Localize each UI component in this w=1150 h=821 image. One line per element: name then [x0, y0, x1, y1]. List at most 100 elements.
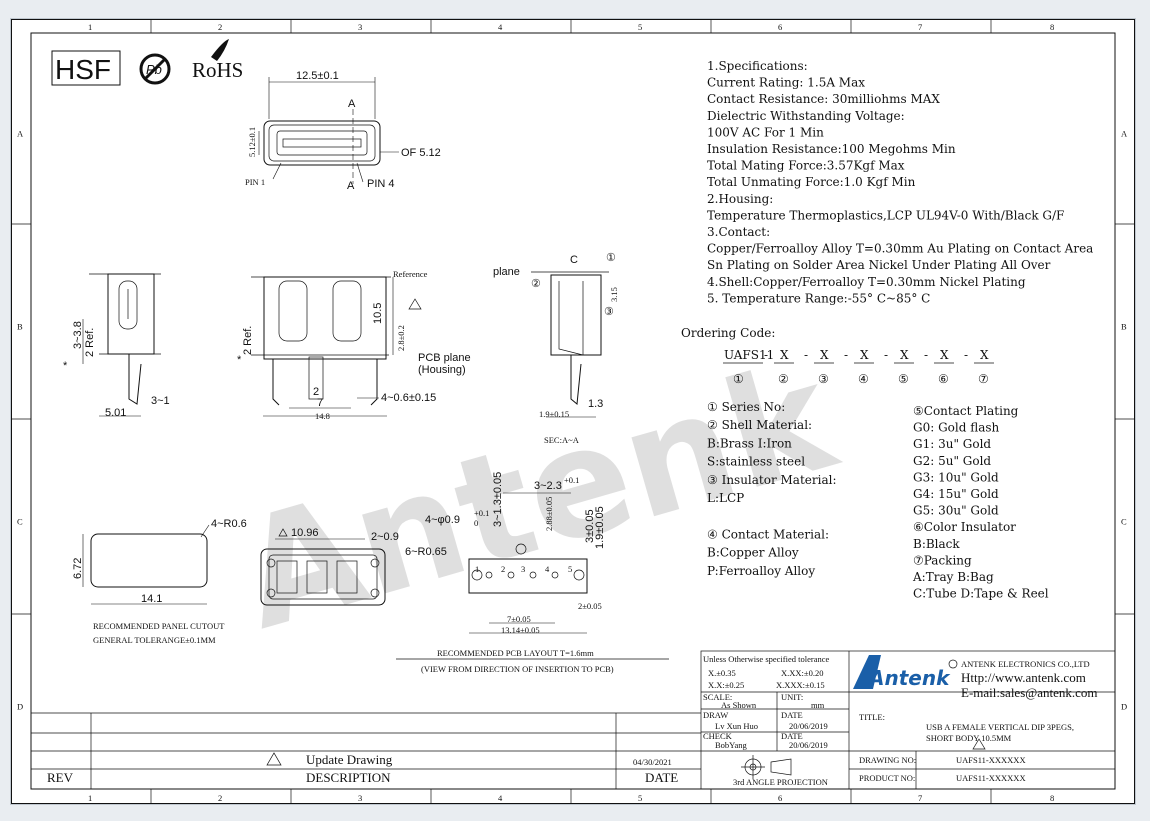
- svg-text:14.1: 14.1: [141, 593, 162, 605]
- ordering-option: G3: 10u" Gold: [913, 470, 999, 484]
- svg-text:6.72: 6.72: [72, 558, 84, 579]
- grid-col-label: 6: [778, 793, 782, 803]
- ordering-option: L:LCP: [707, 491, 744, 505]
- svg-text:RECOMMENDED PCB LAYOUT T=1.6mm: RECOMMENDED PCB LAYOUT T=1.6mm: [437, 648, 594, 658]
- ordering-number: ⑥: [938, 372, 949, 386]
- ordering-number: ①: [733, 372, 744, 386]
- svg-text:X.XX:±0.20: X.XX:±0.20: [781, 668, 823, 678]
- svg-text:1.9±0.05: 1.9±0.05: [594, 506, 606, 549]
- svg-text:SEC:A~A: SEC:A~A: [544, 435, 580, 445]
- svg-text:2: 2: [501, 564, 505, 574]
- spec-line: Contact Resistance: 30milliohms MAX: [707, 92, 940, 106]
- svg-text:1: 1: [475, 564, 479, 574]
- svg-text:3rd ANGLE PROJECTION: 3rd ANGLE PROJECTION: [733, 777, 828, 787]
- grid-row-label: B: [17, 322, 23, 332]
- watermark: Antenk: [223, 329, 854, 663]
- svg-text:3~1.3±0.05: 3~1.3±0.05: [492, 472, 504, 527]
- svg-text:4: 4: [545, 564, 550, 574]
- svg-text:Ordering Code:: Ordering Code:: [681, 326, 775, 340]
- ordering-field: X: [820, 348, 829, 362]
- side-view: 3~3.8 2 Ref. * 5.01 3~1: [63, 273, 170, 419]
- svg-text:Http://www.antenk.com: Http://www.antenk.com: [961, 670, 1086, 685]
- svg-text:2.88±0.05: 2.88±0.05: [544, 497, 554, 531]
- svg-text:*: *: [63, 360, 68, 372]
- svg-text:C: C: [570, 254, 578, 266]
- svg-text:②: ②: [531, 278, 541, 290]
- svg-text:UAFS11-XXXXXX: UAFS11-XXXXXX: [956, 773, 1026, 783]
- ordering-dash: -: [804, 348, 808, 362]
- ordering-option: G2: 5u" Gold: [913, 454, 991, 468]
- ordering-option: ⑦Packing: [913, 553, 972, 567]
- spec-line: 3.Contact:: [707, 225, 770, 239]
- ordering-dash: -: [764, 348, 768, 362]
- grid-col-label: 2: [218, 22, 222, 32]
- svg-text:UNIT:: UNIT:: [781, 692, 803, 702]
- svg-text:A: A: [348, 98, 356, 110]
- grid-row-label: B: [1121, 322, 1127, 332]
- svg-text:Antenk: Antenk: [223, 329, 854, 663]
- svg-text:20/06/2019: 20/06/2019: [789, 721, 828, 731]
- spec-line: Total Unmating Force:1.0 Kgf Min: [707, 175, 916, 189]
- svg-text:SHORT BODY 10.5MM: SHORT BODY 10.5MM: [926, 733, 1012, 743]
- ordering-dash: -: [884, 348, 888, 362]
- svg-text:OF 5.12: OF 5.12: [401, 147, 441, 159]
- svg-text:+0.1: +0.1: [564, 475, 579, 485]
- ordering-option: ⑥Color Insulator: [913, 520, 1016, 534]
- svg-text:5: 5: [568, 564, 572, 574]
- ordering-option: B:Copper Alloy: [707, 546, 799, 560]
- svg-text:2: 2: [313, 386, 319, 398]
- spec-line: Temperature Thermoplastics,LCP UL94V-0 W…: [707, 208, 1064, 222]
- ordering-number: ②: [778, 372, 789, 386]
- svg-text:2±0.05: 2±0.05: [578, 601, 602, 611]
- svg-text:3~3.8: 3~3.8: [72, 321, 84, 349]
- svg-text:①: ①: [606, 252, 616, 264]
- ordering-option: ② Shell Material:: [707, 418, 812, 432]
- svg-text:USB A FEMALE VERTICAL DIP 3PEG: USB A FEMALE VERTICAL DIP 3PEGS,: [926, 722, 1074, 732]
- grid-col-label: 5: [638, 793, 642, 803]
- svg-text:UAFS11: UAFS11: [724, 348, 774, 362]
- ordering-option: ⑤Contact Plating: [913, 404, 1019, 418]
- grid-col-label: 4: [498, 793, 503, 803]
- svg-text:3~1: 3~1: [151, 395, 170, 407]
- svg-text:*: *: [237, 354, 242, 366]
- ordering-field: X: [780, 348, 789, 362]
- antenk-logo: Antenk: [853, 655, 958, 690]
- svg-text:E-mail:sales@antenk.com: E-mail:sales@antenk.com: [961, 685, 1098, 700]
- svg-text:1.9±0.15: 1.9±0.15: [539, 409, 569, 419]
- svg-text:BobYang: BobYang: [715, 740, 747, 750]
- grid-col-label: 7: [918, 22, 922, 32]
- grid-col-label: 1: [88, 793, 92, 803]
- spec-line: Copper/Ferroalloy Alloy T=0.30mm Au Plat…: [707, 242, 1093, 256]
- spec-line: Insulation Resistance:100 Megohms Min: [707, 142, 956, 156]
- svg-text:6~R0.65: 6~R0.65: [405, 546, 447, 558]
- svg-text:14.8: 14.8: [315, 411, 330, 421]
- svg-text:DESCRIPTION: DESCRIPTION: [306, 770, 391, 785]
- svg-text:(VIEW FROM DIRECTION OF INSERT: (VIEW FROM DIRECTION OF INSERTION TO PCB…: [421, 664, 614, 674]
- svg-text:CHECK: CHECK: [703, 731, 733, 741]
- grid-col-label: 8: [1050, 22, 1054, 32]
- svg-text:10.5: 10.5: [372, 303, 384, 324]
- ordering-option: G0: Gold flash: [913, 421, 1000, 435]
- revision-table: Update Drawing 04/30/2021 REV DESCRIPTIO…: [31, 712, 701, 789]
- spec-line: Total Mating Force:3.57Kgf Max: [707, 159, 905, 173]
- svg-text:2~0.9: 2~0.9: [371, 531, 399, 543]
- svg-text:2 Ref.: 2 Ref.: [84, 328, 96, 357]
- svg-text:DRAWING NO:: DRAWING NO:: [859, 755, 916, 765]
- svg-text:Unless Otherwise specified tol: Unless Otherwise specified tolerance: [703, 654, 829, 664]
- ordering-option: ④ Contact Material:: [707, 527, 829, 541]
- svg-text:X.X:±0.25: X.X:±0.25: [708, 680, 744, 690]
- svg-text:20/06/2019: 20/06/2019: [789, 740, 828, 750]
- hsf-logo: HSF: [51, 50, 121, 86]
- svg-text:(Housing): (Housing): [418, 364, 466, 376]
- ordering-field: X: [860, 348, 869, 362]
- front-view: 12.5±0.1 A 5.12±0.1 OF 5.12 PIN 1 A PIN …: [245, 70, 441, 192]
- svg-text:3±0.05: 3±0.05: [584, 509, 596, 543]
- ordering-field: X: [940, 348, 949, 362]
- bottom-view: 10.96 2~0.9 6~R0.65: [260, 527, 447, 606]
- svg-text:UAFS11-XXXXXX: UAFS11-XXXXXX: [956, 755, 1026, 765]
- ordering-option: G5: 30u" Gold: [913, 504, 999, 518]
- svg-text:X.XXX:±0.15: X.XXX:±0.15: [776, 680, 825, 690]
- pb-free-icon: Pb: [139, 53, 171, 85]
- spec-line: 4.Shell:Copper/Ferroalloy T=0.30mm Nicke…: [707, 275, 1026, 289]
